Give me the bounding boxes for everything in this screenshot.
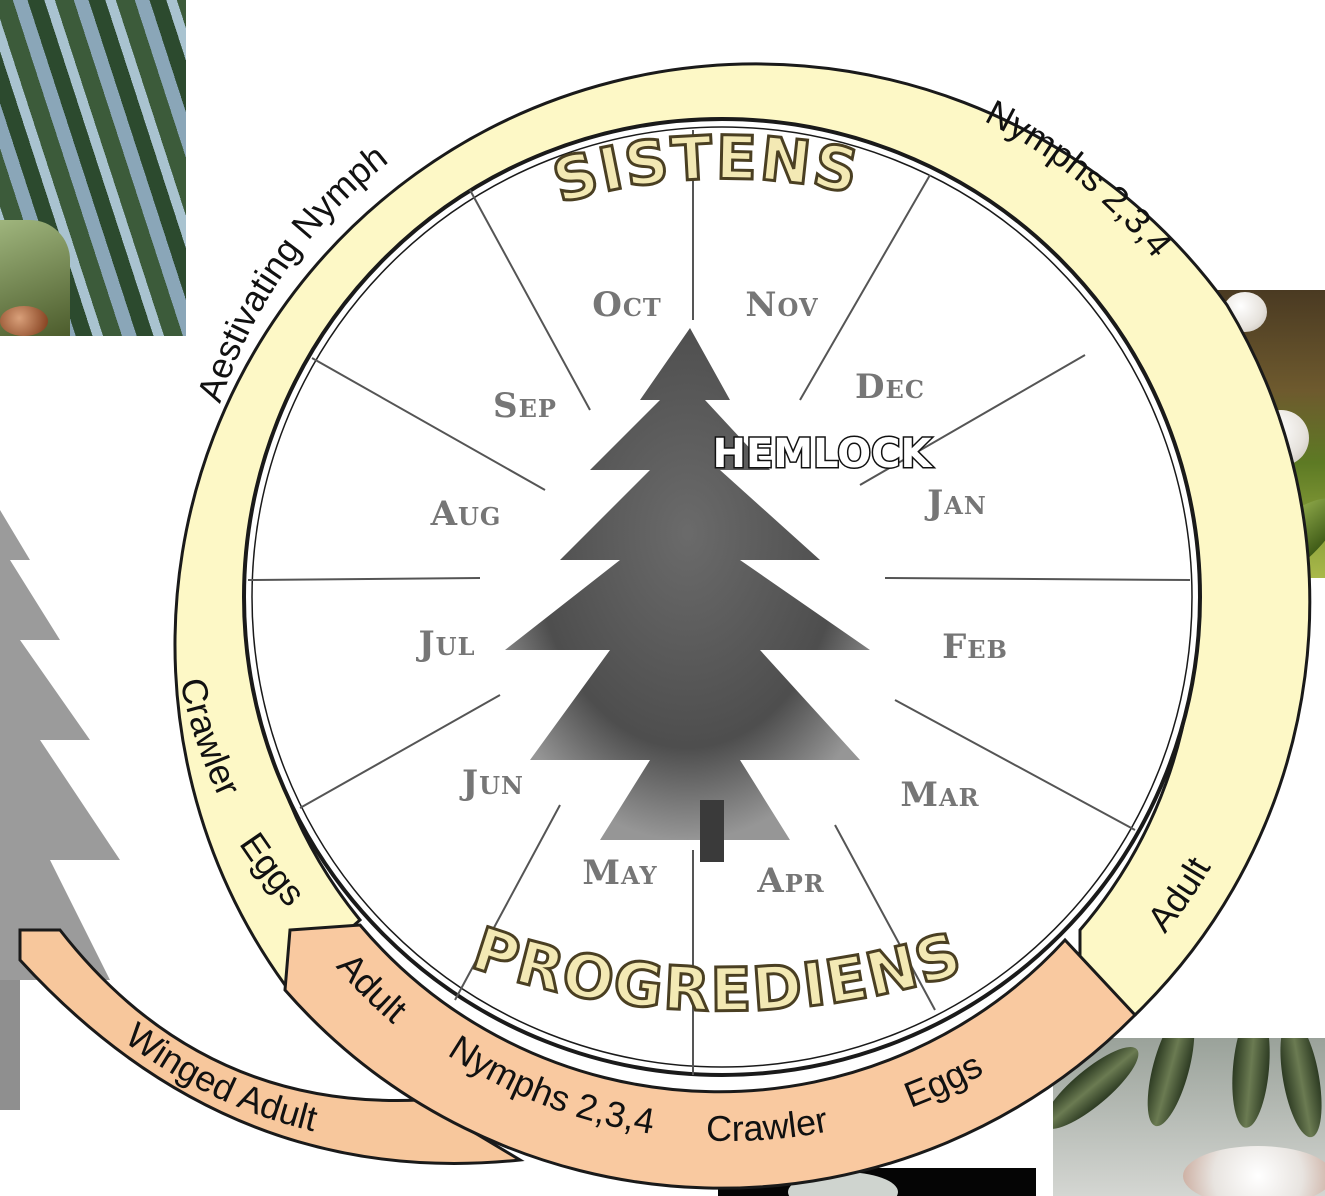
month-label-jan: Jan: [924, 483, 987, 523]
stage-winged-adult: Winged Adult: [118, 1014, 321, 1139]
month-label-dec: Dec: [855, 367, 925, 407]
month-label-nov: Nov: [745, 285, 818, 325]
month-label-jul: Jul: [416, 624, 476, 664]
month-label-oct: Oct: [592, 285, 662, 325]
month-label-mar: Mar: [900, 775, 979, 815]
month-label-may: May: [582, 853, 657, 893]
month-label-apr: Apr: [756, 861, 824, 901]
month-label-feb: Feb: [942, 627, 1008, 667]
month-label-aug: Aug: [430, 494, 502, 534]
center-label: HEMLOCK: [712, 431, 933, 477]
month-label-jun: Jun: [459, 763, 524, 803]
winged-stage: Winged Adult: [118, 1014, 321, 1139]
month-label-sep: Sep: [493, 386, 557, 426]
